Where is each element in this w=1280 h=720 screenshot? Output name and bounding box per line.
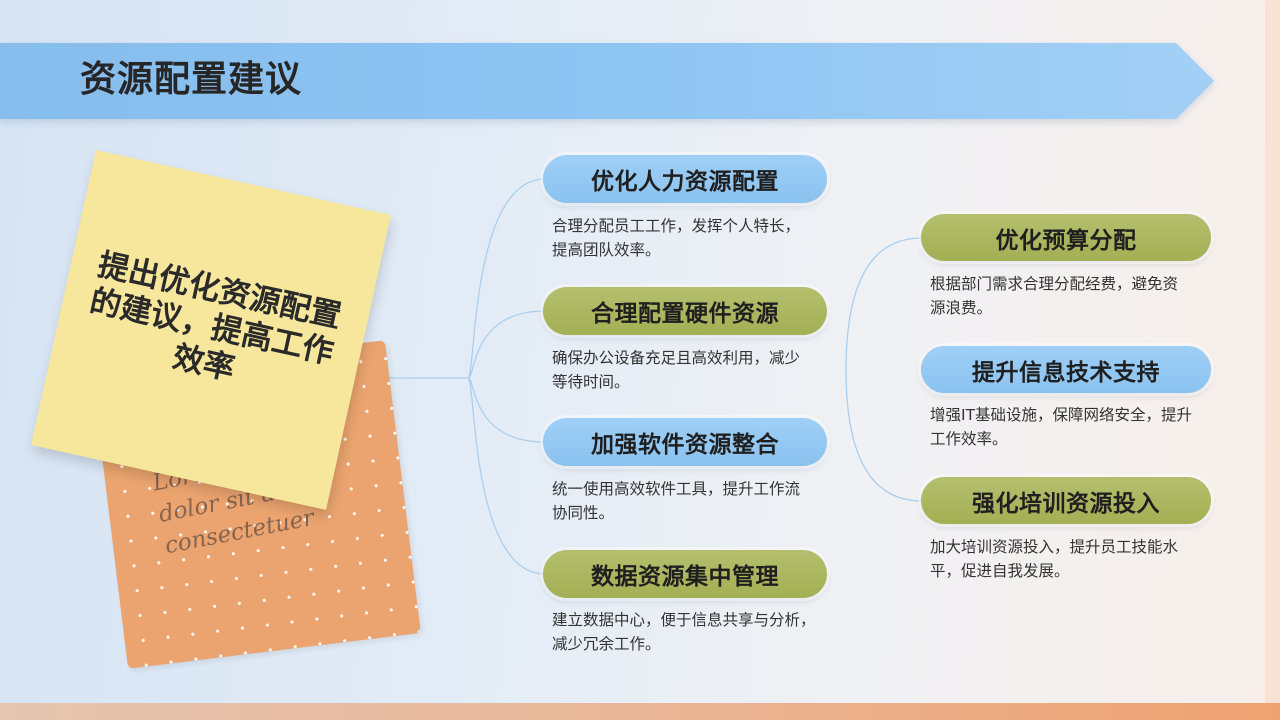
branch-pill-data: 数据资源集中管理: [543, 550, 827, 598]
branch-pill-software: 加强软件资源整合: [543, 418, 827, 466]
connector-right: [845, 237, 923, 502]
yellow-sticky-note: 提出优化资源配置 的建议，提高工作 效率: [31, 150, 391, 510]
branch-pill-training: 强化培训资源投入: [921, 477, 1211, 524]
connector-left-4: [467, 377, 546, 575]
bottom-accent-bar: [0, 703, 1280, 720]
desc-line: 工作效率。: [930, 430, 1008, 448]
connector-left-3: [467, 377, 546, 443]
slide-title: 资源配置建议: [80, 59, 303, 100]
branch-desc-software: 统一使用高效软件工具，提升工作流 协同性。: [552, 477, 800, 525]
branch-pill-it-support: 提升信息技术支持: [921, 346, 1211, 393]
desc-line: 协同性。: [552, 504, 615, 522]
title-banner: [0, 43, 1214, 119]
branch-desc-data: 建立数据中心，便于信息共享与分析， 减少冗余工作。: [552, 608, 816, 656]
desc-line: 提高团队效率。: [552, 241, 661, 259]
branch-desc-training: 加大培训资源投入，提升员工技能水 平，促进自我发展。: [930, 535, 1178, 583]
connector-left-2: [467, 310, 546, 379]
desc-line: 等待时间。: [552, 373, 630, 391]
desc-line: 增强IT基础设施，保障网络安全，提升: [930, 406, 1193, 424]
desc-line: 减少冗余工作。: [552, 635, 661, 653]
desc-line: 合理分配员工工作，发挥个人特长，: [552, 217, 801, 235]
desc-line: 加大培训资源投入，提升员工技能水: [930, 538, 1179, 556]
desc-line: 建立数据中心，便于信息共享与分析，: [552, 611, 816, 629]
desc-line: 平，促进自我发展。: [930, 562, 1070, 580]
right-accent-strip: [1265, 0, 1280, 703]
branch-desc-budget: 根据部门需求合理分配经费，避免资 源浪费。: [930, 272, 1178, 320]
connector-left-1: [467, 178, 546, 379]
desc-line: 统一使用高效软件工具，提升工作流: [552, 480, 801, 498]
branch-desc-it-support: 增强IT基础设施，保障网络安全，提升 工作效率。: [930, 403, 1192, 451]
desc-line: 源浪费。: [930, 299, 993, 317]
central-topic: 提出优化资源配置 的建议，提高工作 效率: [52, 241, 371, 414]
branch-desc-hardware: 确保办公设备充足且高效利用，减少 等待时间。: [552, 346, 800, 394]
branch-desc-hr: 合理分配员工工作，发挥个人特长， 提高团队效率。: [552, 214, 800, 262]
desc-line: 确保办公设备充足且高效利用，减少: [552, 349, 801, 367]
desc-line: 根据部门需求合理分配经费，避免资: [930, 275, 1179, 293]
title-banner-arrow: [0, 43, 1214, 119]
branch-pill-budget: 优化预算分配: [921, 214, 1211, 261]
branch-pill-hardware: 合理配置硬件资源: [543, 287, 827, 335]
branch-pill-hr: 优化人力资源配置: [543, 155, 827, 203]
